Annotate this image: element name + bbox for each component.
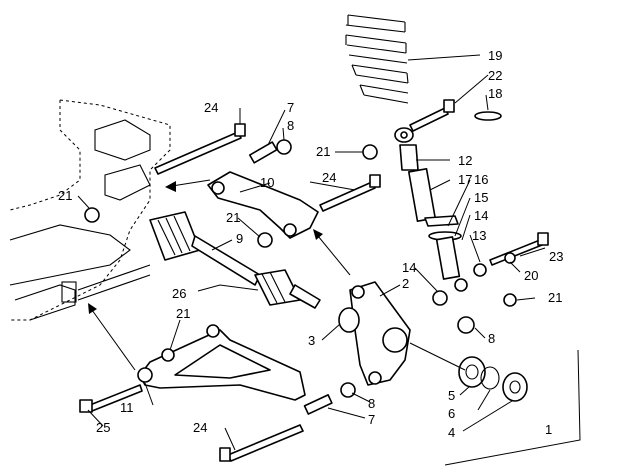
lower-control-arm — [137, 324, 306, 401]
label-6: 6 — [448, 406, 455, 421]
label-22: 22 — [488, 68, 502, 83]
label-12: 12 — [458, 153, 472, 168]
label-10: 10 — [260, 175, 274, 190]
label-3: 3 — [308, 333, 315, 348]
label-25: 25 — [96, 420, 110, 435]
label-21-left: 21 — [58, 188, 72, 203]
label-8-top: 8 — [287, 118, 294, 133]
label-14-right: 14 — [474, 208, 488, 223]
shock-absorber — [394, 127, 468, 292]
assembly-arrows — [88, 179, 351, 371]
label-5: 5 — [448, 388, 455, 403]
label-13: 13 — [472, 228, 486, 243]
callout-labels: 19 22 18 24 7 8 21 12 17 16 15 14 24 10 … — [58, 48, 563, 440]
label-24-mid: 24 — [322, 170, 336, 185]
label-8-right: 8 — [488, 331, 495, 346]
label-26: 26 — [172, 286, 186, 301]
label-21-top: 21 — [316, 144, 330, 159]
label-8-bottom: 8 — [368, 396, 375, 411]
label-1: 1 — [545, 422, 552, 437]
label-21-mid: 21 — [226, 210, 240, 225]
hub-bearing — [409, 342, 528, 402]
label-24-top: 24 — [204, 100, 218, 115]
label-7-bottom: 7 — [368, 412, 375, 427]
label-4: 4 — [448, 425, 455, 440]
upper-control-arm — [207, 171, 319, 239]
label-7-top: 7 — [287, 100, 294, 115]
steering-knuckle — [349, 281, 411, 386]
bolts — [79, 99, 549, 462]
label-23: 23 — [549, 249, 563, 264]
frame-outline — [9, 99, 171, 321]
label-20: 20 — [524, 268, 538, 283]
label-21-right: 21 — [548, 290, 562, 305]
label-16: 16 — [474, 172, 488, 187]
label-15: 15 — [474, 190, 488, 205]
label-9: 9 — [236, 231, 243, 246]
label-2: 2 — [402, 276, 409, 291]
coil-spring — [345, 14, 409, 104]
label-24-bottom: 24 — [193, 420, 207, 435]
label-11: 11 — [120, 400, 134, 415]
label-19: 19 — [488, 48, 502, 63]
label-18: 18 — [488, 86, 502, 101]
label-21-lower: 21 — [176, 306, 190, 321]
drive-axle — [149, 211, 321, 309]
label-17: 17 — [458, 172, 472, 187]
leader-lines — [77, 54, 581, 466]
label-14-left: 14 — [402, 260, 416, 275]
